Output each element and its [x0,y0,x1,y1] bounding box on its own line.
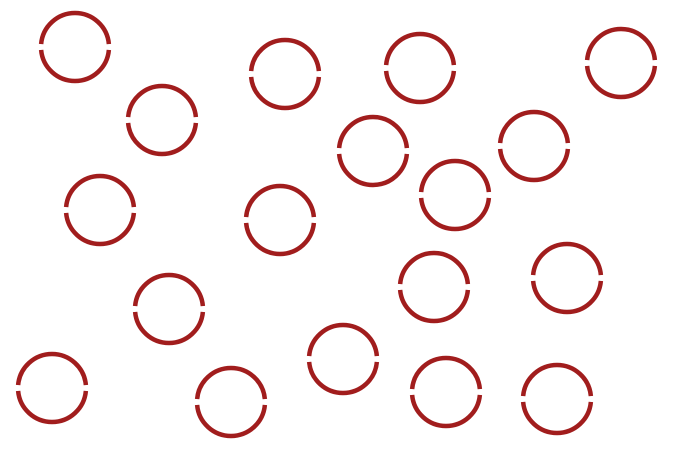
ring-lower-arc [497,148,571,183]
ring-upper-arc [409,355,483,390]
ring-18 [520,362,594,436]
ring-14 [15,351,89,425]
ring-lower-arc [336,153,410,188]
ring-5 [125,83,199,157]
ring-10 [418,158,492,232]
ring-upper-arc [530,241,604,276]
ring-upper-arc [243,183,317,218]
ring-13 [530,241,604,315]
ring-7 [497,109,571,183]
ring-lower-arc [584,65,658,100]
ring-upper-arc [418,158,492,193]
ring-lower-arc [530,280,604,315]
ring-lower-arc [132,311,206,346]
ring-upper-arc [248,37,322,72]
ring-upper-arc [63,173,137,208]
ring-upper-arc [336,114,410,149]
ring-11 [132,272,206,346]
ring-upper-arc [306,322,380,357]
ring-lower-arc [15,390,89,425]
ring-3 [383,31,457,105]
ring-1 [38,10,112,84]
ring-lower-arc [409,394,483,429]
ring-12 [397,250,471,324]
ring-upper-arc [584,26,658,61]
ring-upper-arc [383,31,457,66]
ring-upper-arc [132,272,206,307]
ring-lower-arc [63,212,137,247]
ring-lower-arc [418,197,492,232]
ring-lower-arc [194,404,268,439]
ring-lower-arc [397,289,471,324]
ring-8 [63,173,137,247]
ring-upper-arc [125,83,199,118]
ring-upper-arc [397,250,471,285]
ring-lower-arc [520,401,594,436]
ring-15 [194,365,268,439]
ring-9 [243,183,317,257]
ring-lower-arc [248,76,322,111]
ring-2 [248,37,322,111]
ring-upper-arc [38,10,112,45]
ring-lower-arc [243,222,317,257]
ring-4 [584,26,658,100]
ring-lower-arc [383,70,457,105]
ring-upper-arc [520,362,594,397]
ring-upper-arc [194,365,268,400]
ring-17 [409,355,483,429]
ring-upper-arc [15,351,89,386]
ring-lower-arc [306,361,380,396]
ring-lower-arc [125,122,199,157]
ring-upper-arc [497,109,571,144]
ring-6 [336,114,410,188]
ring-lower-arc [38,49,112,84]
ring-16 [306,322,380,396]
